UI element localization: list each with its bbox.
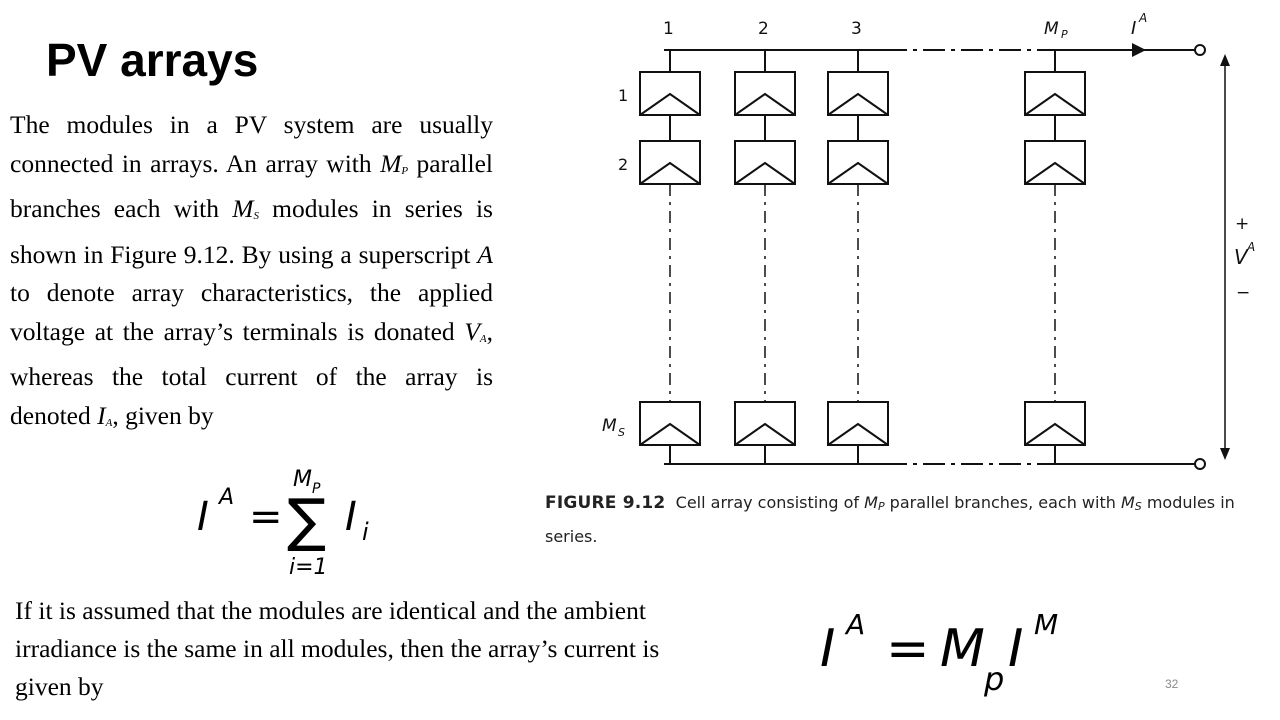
- caption-text: modules in series.: [545, 493, 1235, 546]
- branch-2: [734, 50, 796, 464]
- column-label-2: 2: [758, 19, 769, 39]
- top-terminal: [1194, 44, 1206, 56]
- var-a: A: [477, 239, 493, 269]
- eq2-m: M: [940, 619, 985, 679]
- column-label-1: 1: [663, 19, 674, 39]
- caption-text: Cell array consisting of: [675, 493, 865, 512]
- body-text-part: to denote array characteristics, the app…: [10, 278, 493, 346]
- equation-product: I A = M p I M: [820, 608, 1058, 698]
- body-paragraph: The modules in a PV system are usually c…: [10, 106, 493, 442]
- voltage-arrow-up: [1220, 54, 1230, 66]
- voltage-plus: +: [1235, 214, 1249, 234]
- eq1-term: I: [345, 494, 357, 540]
- eq1-upper-sub: P: [312, 481, 321, 497]
- var-i: I: [97, 400, 106, 430]
- row-label-2: 2: [618, 155, 628, 174]
- var-m: M: [232, 194, 254, 223]
- subscript-a: A: [105, 416, 113, 429]
- caption-sub-s: S: [1134, 500, 1142, 513]
- eq2-m-sub: p: [983, 660, 1004, 698]
- eq2-i-sup: M: [1034, 608, 1058, 641]
- voltage-label-sup: A: [1246, 240, 1255, 254]
- var-m: M: [380, 148, 402, 178]
- body-text-part: , whereas the total current of the array…: [10, 316, 493, 430]
- figure-caption: FIGURE 9.12 Cell array consisting of MP …: [545, 488, 1275, 552]
- branch-mp: [1024, 50, 1086, 464]
- caption-var-m: M: [1120, 493, 1135, 512]
- caption-var-m: M: [864, 493, 878, 512]
- eq2-i: I: [1008, 619, 1023, 679]
- pv-array-diagram: 1 2 3 M P I A 1 2 M S + V A −: [602, 11, 1255, 470]
- eq1-equals: =: [249, 494, 283, 540]
- eq2-lhs-sup: A: [844, 608, 865, 641]
- column-label-3: 3: [851, 19, 862, 39]
- body-text-part: parallel branches each with: [10, 148, 494, 224]
- equation-sum: I A = ∑ M P i=1 I i: [197, 467, 369, 580]
- body-text-part: modules in series is shown in Figure 9.1…: [10, 194, 493, 269]
- current-label: I: [1131, 18, 1136, 39]
- row-label-1: 1: [618, 86, 628, 105]
- voltage-minus: −: [1236, 283, 1250, 303]
- eq2-lhs: I: [820, 619, 835, 679]
- branch-3: [827, 50, 889, 464]
- column-label-mp: M: [1044, 19, 1059, 39]
- eq1-term-sub: i: [362, 518, 369, 546]
- bottom-paragraph: If it is assumed that the modules are id…: [15, 596, 660, 701]
- eq1-upper: M: [293, 467, 312, 492]
- column-label-mp-sub: P: [1061, 28, 1068, 41]
- branch-1: [639, 50, 701, 464]
- caption-sub-p: P: [877, 500, 885, 513]
- bottom-terminal: [1194, 458, 1206, 470]
- current-label-sup: A: [1138, 11, 1147, 25]
- row-label-ms: M: [602, 416, 617, 436]
- slide-title: PV arrays: [46, 34, 259, 86]
- voltage-label: V: [1234, 245, 1249, 269]
- eq1-lhs-sup: A: [217, 485, 234, 510]
- page-number: 32: [1165, 677, 1179, 691]
- eq1-sigma: ∑: [287, 486, 326, 554]
- caption-text: parallel branches, each with: [884, 493, 1121, 512]
- voltage-arrow-down: [1220, 448, 1230, 460]
- current-arrow-icon: [1132, 43, 1146, 57]
- subscript-p: P: [401, 164, 409, 177]
- var-v: V: [464, 316, 480, 346]
- eq1-lower: i=1: [289, 555, 328, 580]
- figure-label: FIGURE 9.12: [545, 493, 666, 513]
- eq1-lhs: I: [197, 494, 209, 540]
- eq2-equals: =: [886, 619, 930, 679]
- subscript-s: S: [253, 210, 259, 222]
- subscript-a: A: [479, 332, 487, 345]
- body-text-part: , given by: [112, 400, 214, 430]
- row-label-ms-sub: S: [618, 426, 625, 439]
- body-text-part: The modules in a PV system are usually c…: [10, 110, 493, 178]
